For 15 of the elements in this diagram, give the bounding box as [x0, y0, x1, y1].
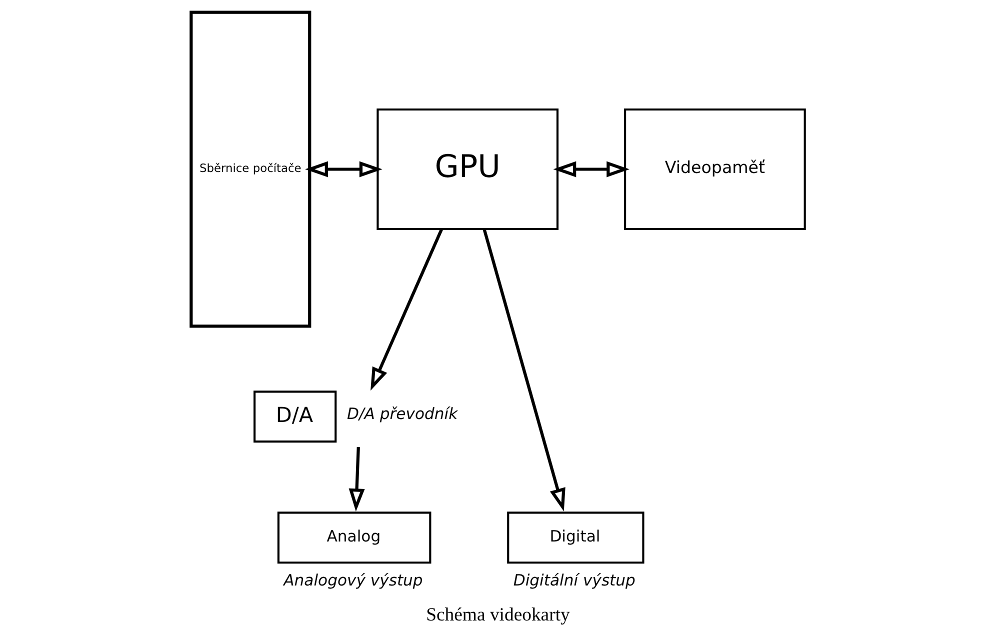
- node-box: Analog: [277, 512, 432, 564]
- arrow: [370, 228, 444, 391]
- node-label: Digitální výstup: [513, 571, 636, 590]
- node-box: Sběrnice počítače: [190, 10, 312, 328]
- node-box: D/A: [254, 390, 337, 443]
- node-label: Analogový výstup: [284, 571, 423, 590]
- arrow: [305, 161, 382, 178]
- node-box: Digital: [507, 512, 644, 564]
- arrow: [348, 447, 365, 512]
- caption: Schéma videokarty: [426, 604, 570, 626]
- node-label: D/A převodník: [347, 405, 458, 424]
- node-box: GPU: [376, 108, 559, 230]
- arrow: [482, 228, 566, 512]
- node-box: Videopaměť: [624, 108, 806, 230]
- arrow: [553, 161, 630, 178]
